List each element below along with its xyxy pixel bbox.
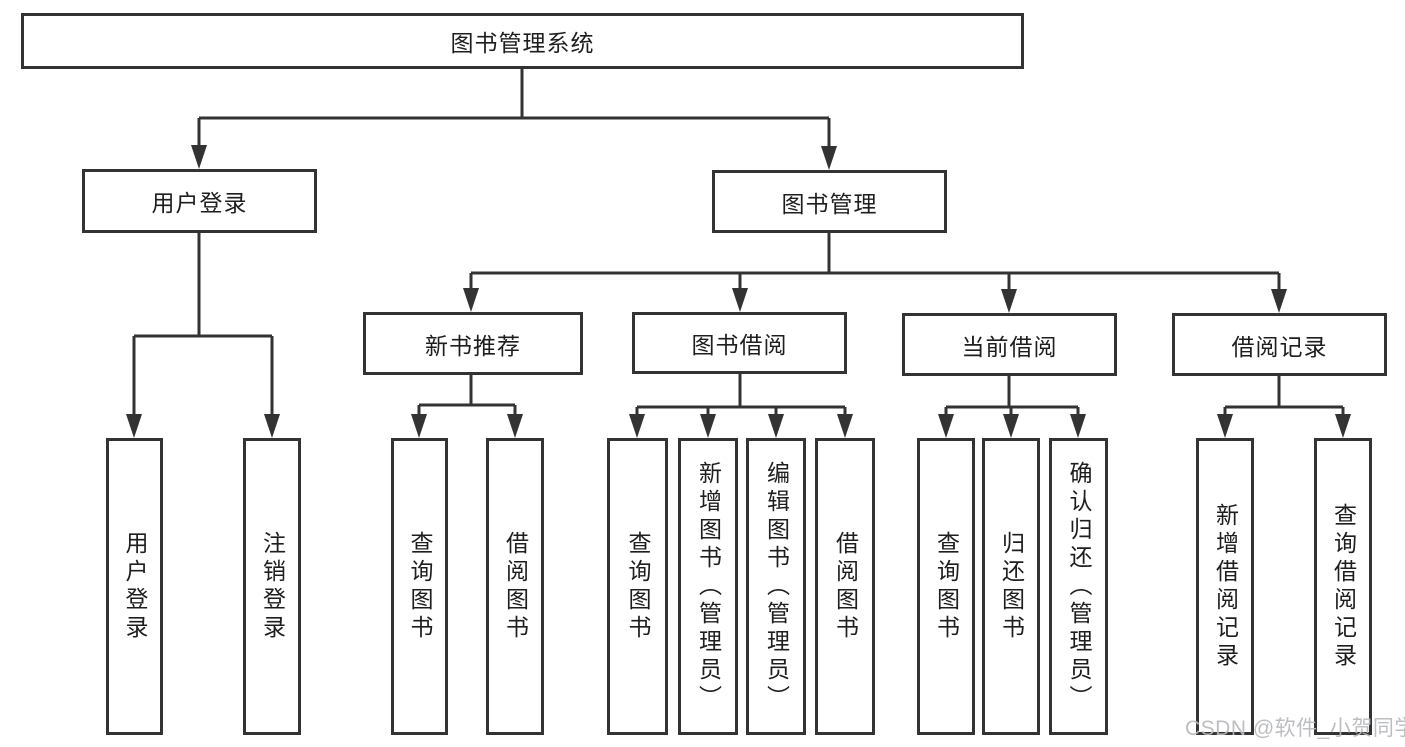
- node-root: 图书管理系统: [21, 13, 1024, 69]
- leaf-logout: 注销登录: [243, 438, 301, 735]
- leaf-label: 借阅图书: [832, 530, 859, 643]
- leaf-br-add-record: 新增借阅记录: [1196, 438, 1254, 735]
- leaf-label: 新增图书（管理员）: [695, 460, 722, 713]
- leaf-label: 注销登录: [259, 530, 286, 643]
- node-new-book-recommend: 新书推荐: [363, 312, 583, 375]
- leaf-cb-return-books: 归还图书: [982, 438, 1040, 735]
- node-borrow-records: 借阅记录: [1172, 313, 1387, 376]
- leaf-label: 查询图书: [933, 530, 960, 643]
- leaf-label: 确认归还（管理员）: [1066, 460, 1092, 713]
- leaf-cb-confirm-return-admin: 确认归还（管理员）: [1049, 438, 1108, 735]
- leaf-nbr-query-books: 查询图书: [391, 438, 448, 735]
- leaf-label: 借阅图书: [502, 530, 529, 643]
- leaf-bb-query-books: 查询图书: [607, 438, 668, 735]
- node-book-borrow: 图书借阅: [632, 312, 847, 374]
- leaf-br-query-record: 查询借阅记录: [1314, 438, 1372, 735]
- leaf-user-login: 用户登录: [106, 438, 163, 735]
- leaf-bb-edit-books-admin: 编辑图书（管理员）: [746, 438, 806, 735]
- leaf-cb-query-books: 查询图书: [917, 438, 975, 735]
- leaf-nbr-borrow-books: 借阅图书: [486, 438, 544, 735]
- csdn-watermark: CSDN @软件_小贺同学: [1185, 717, 1405, 740]
- leaf-bb-add-books-admin: 新增图书（管理员）: [678, 438, 738, 735]
- leaf-bb-borrow-books: 借阅图书: [815, 438, 875, 735]
- node-current-borrow: 当前借阅: [902, 313, 1117, 376]
- leaf-label: 用户登录: [122, 530, 148, 643]
- leaf-label: 查询图书: [625, 530, 651, 643]
- leaf-label: 查询借阅记录: [1330, 502, 1357, 671]
- leaf-label: 归还图书: [998, 530, 1025, 643]
- node-book-management: 图书管理: [712, 170, 947, 233]
- node-user-login: 用户登录: [82, 169, 317, 233]
- leaf-label: 新增借阅记录: [1212, 502, 1239, 671]
- leaf-label: 编辑图书（管理员）: [763, 460, 790, 713]
- leaf-label: 查询图书: [407, 530, 433, 643]
